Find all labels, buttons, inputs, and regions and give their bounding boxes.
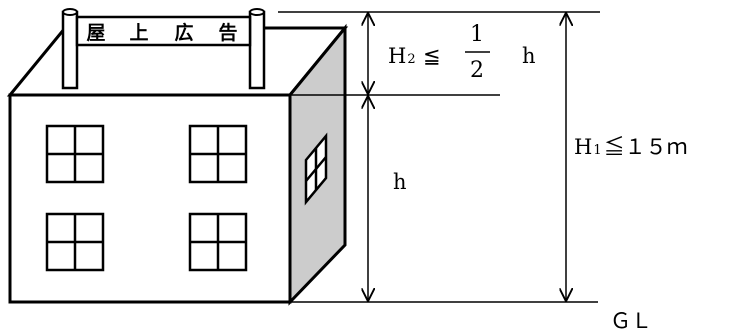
h2-fraction-denominator: 2 xyxy=(470,58,484,83)
side-window xyxy=(304,132,328,206)
sign-char: 広 xyxy=(174,21,193,44)
extension-lines xyxy=(278,11,600,303)
sign-char: 上 xyxy=(129,22,148,44)
rooftop-sign: 屋 上 広 告 xyxy=(61,8,266,90)
sign-post-right xyxy=(248,10,266,90)
front-windows xyxy=(45,124,248,272)
sign-post-right-cap xyxy=(249,8,265,16)
h1-symbol: H xyxy=(574,135,592,159)
sign-post-left xyxy=(61,10,79,90)
h2-symbol: H xyxy=(388,44,406,68)
sign-board xyxy=(75,15,252,47)
h1-subscript: 1 xyxy=(593,143,601,158)
window xyxy=(188,124,248,184)
svg-text:H2: H2 xyxy=(388,44,416,68)
sign-post-left-cap xyxy=(62,8,78,16)
window xyxy=(45,124,105,184)
h2-relation: ≦ xyxy=(423,44,441,68)
h2-fraction-numerator: 1 xyxy=(470,22,484,47)
window xyxy=(45,212,105,272)
dimension-arrows xyxy=(368,14,566,300)
h2-subscript: 2 xyxy=(407,52,415,67)
sign-char: 告 xyxy=(218,21,237,44)
h-label: h xyxy=(393,170,407,194)
sign-char: 屋 xyxy=(86,22,105,44)
h1-limit: ≦１５ｍ xyxy=(604,135,688,159)
h2-label: H2 ≦ 1 2 h xyxy=(388,22,536,83)
window xyxy=(188,212,248,272)
ground-level-label: ＧＬ xyxy=(610,309,652,333)
h1-label: H1≦１５ｍ xyxy=(574,135,688,159)
h2-h-symbol: h xyxy=(522,44,536,68)
